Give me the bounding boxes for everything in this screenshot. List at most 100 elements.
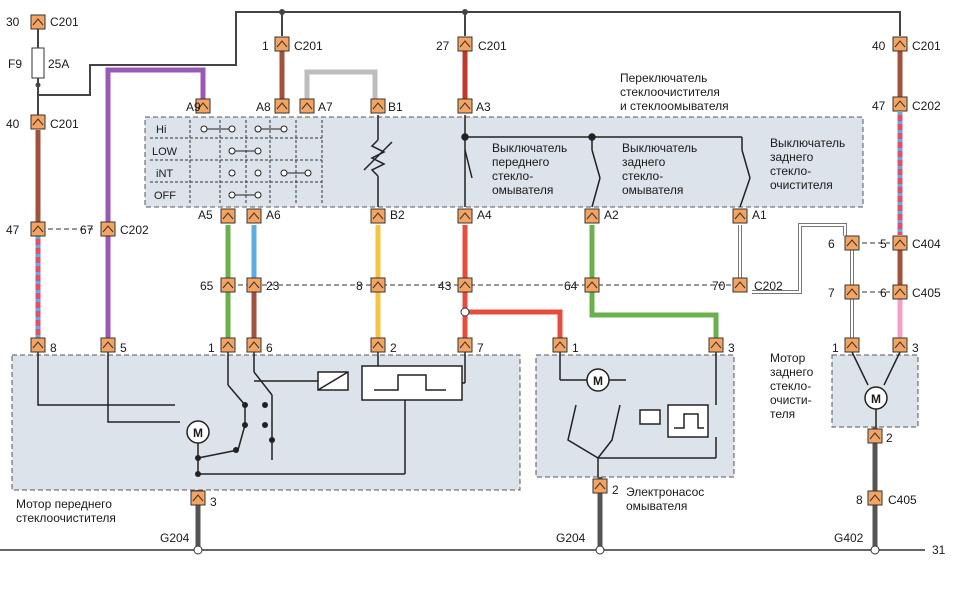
connector-terminal-35	[552, 337, 568, 353]
mode-off: OFF	[154, 190, 176, 202]
connector-chevron-10	[372, 102, 384, 110]
pin-a4: A4	[477, 208, 492, 222]
connector-terminal-10	[370, 98, 386, 114]
sw1-l1: Выключатель	[492, 141, 567, 155]
c405-pin-l: 7	[828, 286, 835, 300]
connector-terminal-27	[844, 284, 860, 300]
pin-a8: A8	[256, 100, 271, 114]
connector-chevron-4	[459, 40, 471, 48]
connector-chevron-15	[459, 212, 471, 220]
row-70: 70	[712, 279, 726, 293]
connector-chevron-40	[594, 482, 606, 490]
connector-chevron-0	[32, 18, 44, 26]
pin-a3: A3	[476, 100, 491, 114]
connector-terminal-2	[30, 221, 46, 237]
connector-terminal-3	[274, 36, 290, 52]
connector-chevron-27	[846, 288, 858, 296]
pump-pin-3: 3	[728, 341, 735, 355]
row-23: 23	[266, 279, 280, 293]
connector-chevron-13	[248, 212, 260, 220]
ground-g204-1: G204	[160, 531, 190, 545]
switch-box	[144, 116, 864, 208]
connector-chevron-7	[197, 102, 209, 110]
connector-chevron-8	[276, 102, 288, 110]
fuse-top-pin: 30	[6, 15, 20, 29]
connector-chevron-38	[894, 341, 906, 349]
connector-chevron-28	[894, 288, 906, 296]
sw2-l2: заднего	[622, 155, 666, 169]
connector-terminal-13	[246, 208, 262, 224]
connector-chevron-41	[869, 432, 881, 440]
connector-chevron-1	[32, 118, 44, 126]
fm-pin-5: 5	[120, 341, 127, 355]
connector-terminal-18	[100, 221, 116, 237]
sw1-l2: переднего	[492, 155, 550, 169]
row-43: 43	[438, 279, 452, 293]
c404-pin-r: 5	[880, 237, 887, 251]
ground-line-31: 31	[932, 543, 946, 557]
pin-a1: A1	[752, 208, 767, 222]
pin-a2: A2	[604, 208, 619, 222]
c404-pin-l: 6	[828, 237, 835, 251]
switch-title-1: Переключатель	[620, 71, 707, 85]
connector-terminal-40	[592, 478, 608, 494]
connector-chevron-37	[846, 341, 858, 349]
connector-chevron-17	[734, 212, 746, 220]
pin-b2: B2	[390, 208, 405, 222]
fm-pin-1: 1	[208, 341, 215, 355]
connector-terminal-11	[457, 98, 473, 114]
c201-1-name: C201	[294, 39, 323, 53]
sw3-l2: заднего	[770, 150, 814, 164]
connector-chevron-33	[372, 341, 384, 349]
ground-g204-2: G204	[556, 531, 586, 545]
c201-40r-name: C201	[912, 39, 941, 53]
c201-40r-pin: 40	[872, 39, 886, 53]
connector-terminal-16	[584, 208, 600, 224]
c201-1-pin: 1	[262, 39, 269, 53]
connector-terminal-28	[892, 284, 908, 300]
mode-hi: Hi	[156, 124, 166, 136]
mode-int: iNT	[156, 168, 173, 180]
connector-chevron-31	[222, 341, 234, 349]
connector-terminal-5	[892, 36, 908, 52]
c202-67-pin: 67	[80, 223, 94, 237]
connector-chevron-36	[710, 341, 722, 349]
connector-chevron-42	[869, 494, 881, 502]
pin-a6: A6	[266, 208, 281, 222]
connector-terminal-31	[220, 337, 236, 353]
pin-a9: A9	[186, 100, 201, 114]
c202-47l-pin: 47	[6, 223, 20, 237]
fuse-rating: 25A	[48, 57, 69, 71]
connector-terminal-32	[246, 337, 262, 353]
connector-terminal-42	[867, 490, 883, 506]
sw3-l1: Выключатель	[770, 136, 845, 150]
connector-terminal-21	[370, 277, 386, 293]
connector-chevron-9	[301, 102, 313, 110]
connector-chevron-23	[586, 281, 598, 289]
connector-terminal-26	[892, 235, 908, 251]
connector-terminal-30	[100, 337, 116, 353]
connector-terminal-19	[220, 277, 236, 293]
pin-b1: B1	[388, 100, 403, 114]
sw2-l1: Выключатель	[622, 141, 697, 155]
connector-terminal-12	[220, 208, 236, 224]
rear-label-2: заднего	[770, 365, 814, 379]
fuse-bot-pin: 40	[6, 117, 20, 131]
c405-bot-pin: 8	[856, 493, 863, 507]
connector-terminal-24	[732, 277, 748, 293]
rear-label-3: стекло-	[770, 379, 811, 393]
rear-motor-circuit	[851, 351, 901, 427]
rear-label-5: теля	[770, 407, 795, 421]
connector-terminal-8	[274, 98, 290, 114]
connector-terminal-6	[892, 96, 908, 112]
pump-label-1: Электронасос	[626, 485, 704, 499]
fuse-bot-conn: C201	[50, 117, 79, 131]
front-motor-label-1: Мотор переднего	[16, 497, 112, 511]
connector-terminal-9	[299, 98, 315, 114]
pump-label-2: омывателя	[626, 499, 687, 513]
connector-chevron-35	[554, 341, 566, 349]
connector-terminal-29	[30, 337, 46, 353]
ground-g402: G402	[834, 531, 864, 545]
rear-pin-1: 1	[832, 341, 839, 355]
